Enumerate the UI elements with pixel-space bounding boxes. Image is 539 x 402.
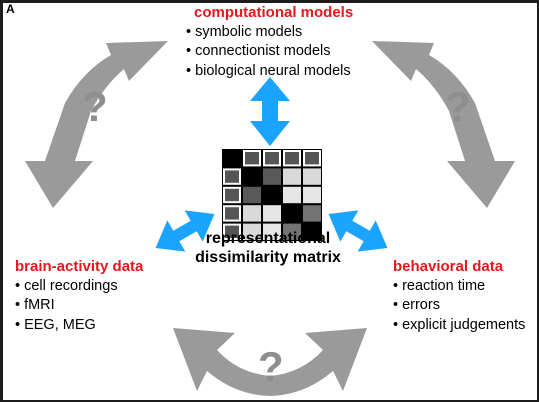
behavioral-data-block: behavioral data reaction time errors exp…: [393, 257, 525, 335]
computational-models-block: computational models symbolic models con…: [186, 3, 353, 81]
rdm-cell: [303, 205, 321, 222]
rdm-stimulus-thumbnail: [265, 152, 279, 165]
rdm-cell: [243, 205, 261, 222]
gray-curved-arrow-left: [25, 41, 168, 208]
rdm-stimulus-thumbnail: [225, 188, 239, 202]
rdm-cell: [303, 186, 321, 204]
rdm-cell: [243, 168, 261, 185]
brain-activity-block: brain-activity data cell recordings fMRI…: [15, 257, 143, 335]
rdm-cell: [283, 205, 301, 222]
question-mark-right: ?: [445, 83, 471, 130]
computational-item: symbolic models: [186, 23, 353, 43]
rdm-matrix: [222, 149, 322, 241]
rdm-cell: [243, 223, 261, 240]
rdm-stimulus-thumbnail: [245, 152, 259, 165]
behavioral-data-title: behavioral data: [393, 258, 504, 275]
brain-activity-item: EEG, MEG: [15, 316, 143, 336]
rdm-stimulus-thumbnail: [225, 170, 239, 183]
rdm-stimulus-thumbnail: [305, 152, 319, 165]
question-mark-bottom: ?: [258, 343, 284, 390]
rdm-caption-line2: dissimilarity matrix: [195, 249, 341, 266]
rdm-cell: [303, 168, 321, 185]
gray-curved-arrow-bottom: [173, 328, 367, 396]
rdm-cell: [303, 223, 321, 240]
computational-item: connectionist models: [186, 42, 353, 62]
rdm-cell: [223, 150, 241, 167]
blue-arrow-vertical: [250, 77, 290, 146]
panel-label: A: [6, 3, 15, 16]
question-mark-left: ?: [82, 83, 108, 130]
rdm-cell: [283, 168, 301, 185]
rdm-caption-line1: representational: [205, 230, 331, 247]
rdm-cell: [263, 186, 281, 204]
rdm-cell: [263, 205, 281, 222]
computational-item: biological neural models: [186, 62, 353, 82]
rdm-cell: [283, 223, 301, 240]
figure-panel: A ? ? ? computational models sy: [3, 3, 537, 400]
rdm-stimulus-thumbnail: [225, 225, 239, 238]
rdm-stimulus-thumbnail: [225, 207, 239, 220]
behavioral-item: errors: [393, 296, 525, 316]
arrows-layer: ? ? ?: [25, 41, 515, 396]
gray-curved-arrow-right: [372, 41, 515, 208]
brain-activity-item: cell recordings: [15, 277, 143, 297]
blue-arrow-left: [155, 210, 215, 252]
rdm-caption: representational dissimilarity matrix: [183, 229, 353, 267]
blue-arrow-right: [328, 210, 388, 252]
rdm-cell: [263, 168, 281, 185]
rdm-cell: [243, 186, 261, 204]
behavioral-item: explicit judgements: [393, 316, 525, 336]
rdm-cell: [283, 186, 301, 204]
brain-activity-item: fMRI: [15, 296, 143, 316]
brain-activity-title: brain-activity data: [15, 258, 144, 275]
behavioral-item: reaction time: [393, 277, 525, 297]
rdm-stimulus-thumbnail: [285, 152, 299, 165]
rdm-cell: [263, 223, 281, 240]
computational-models-title: computational models: [194, 4, 354, 21]
